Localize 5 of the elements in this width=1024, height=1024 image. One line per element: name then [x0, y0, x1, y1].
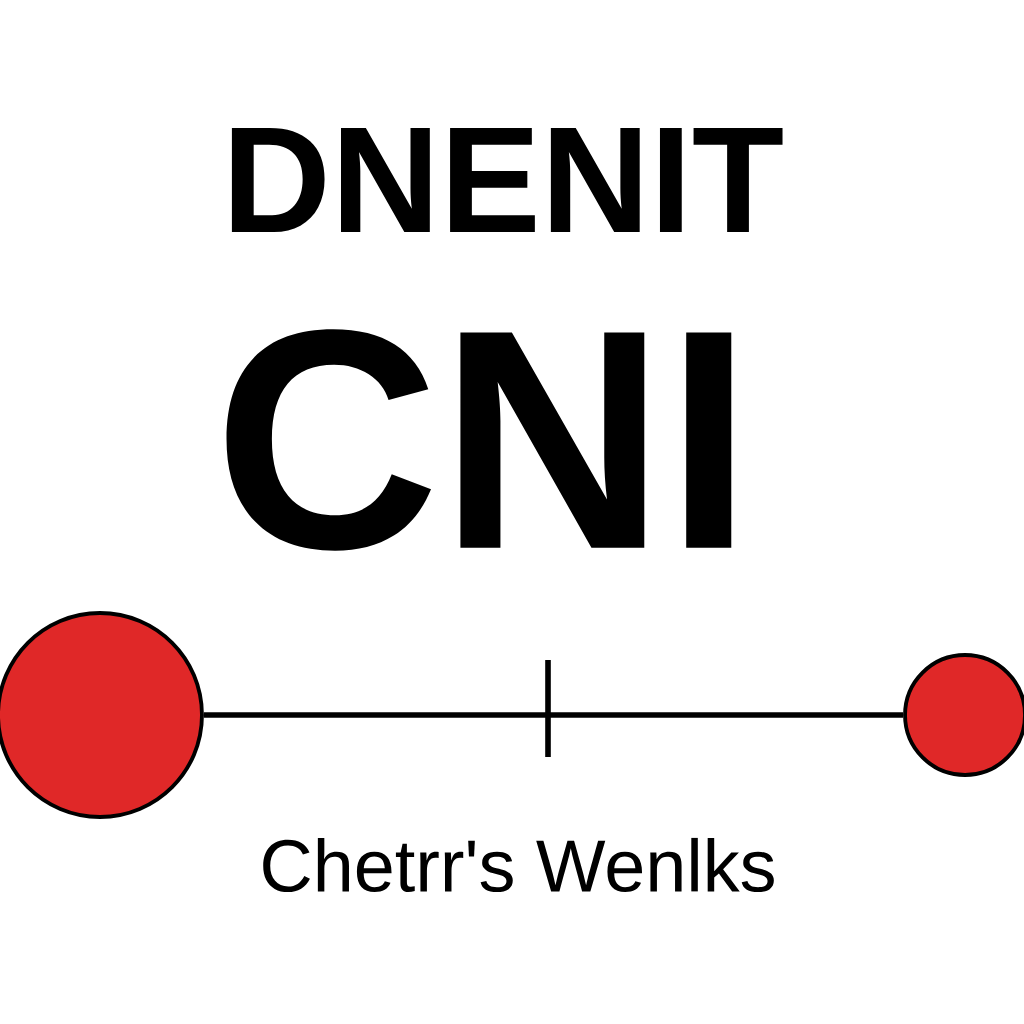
title: DNENIT: [231, 128, 783, 232]
circle: [903, 653, 1024, 777]
label: CNI: [226, 329, 732, 551]
connector-line: [203, 712, 904, 718]
label: Chetrr's Wenlks: [263, 837, 774, 893]
